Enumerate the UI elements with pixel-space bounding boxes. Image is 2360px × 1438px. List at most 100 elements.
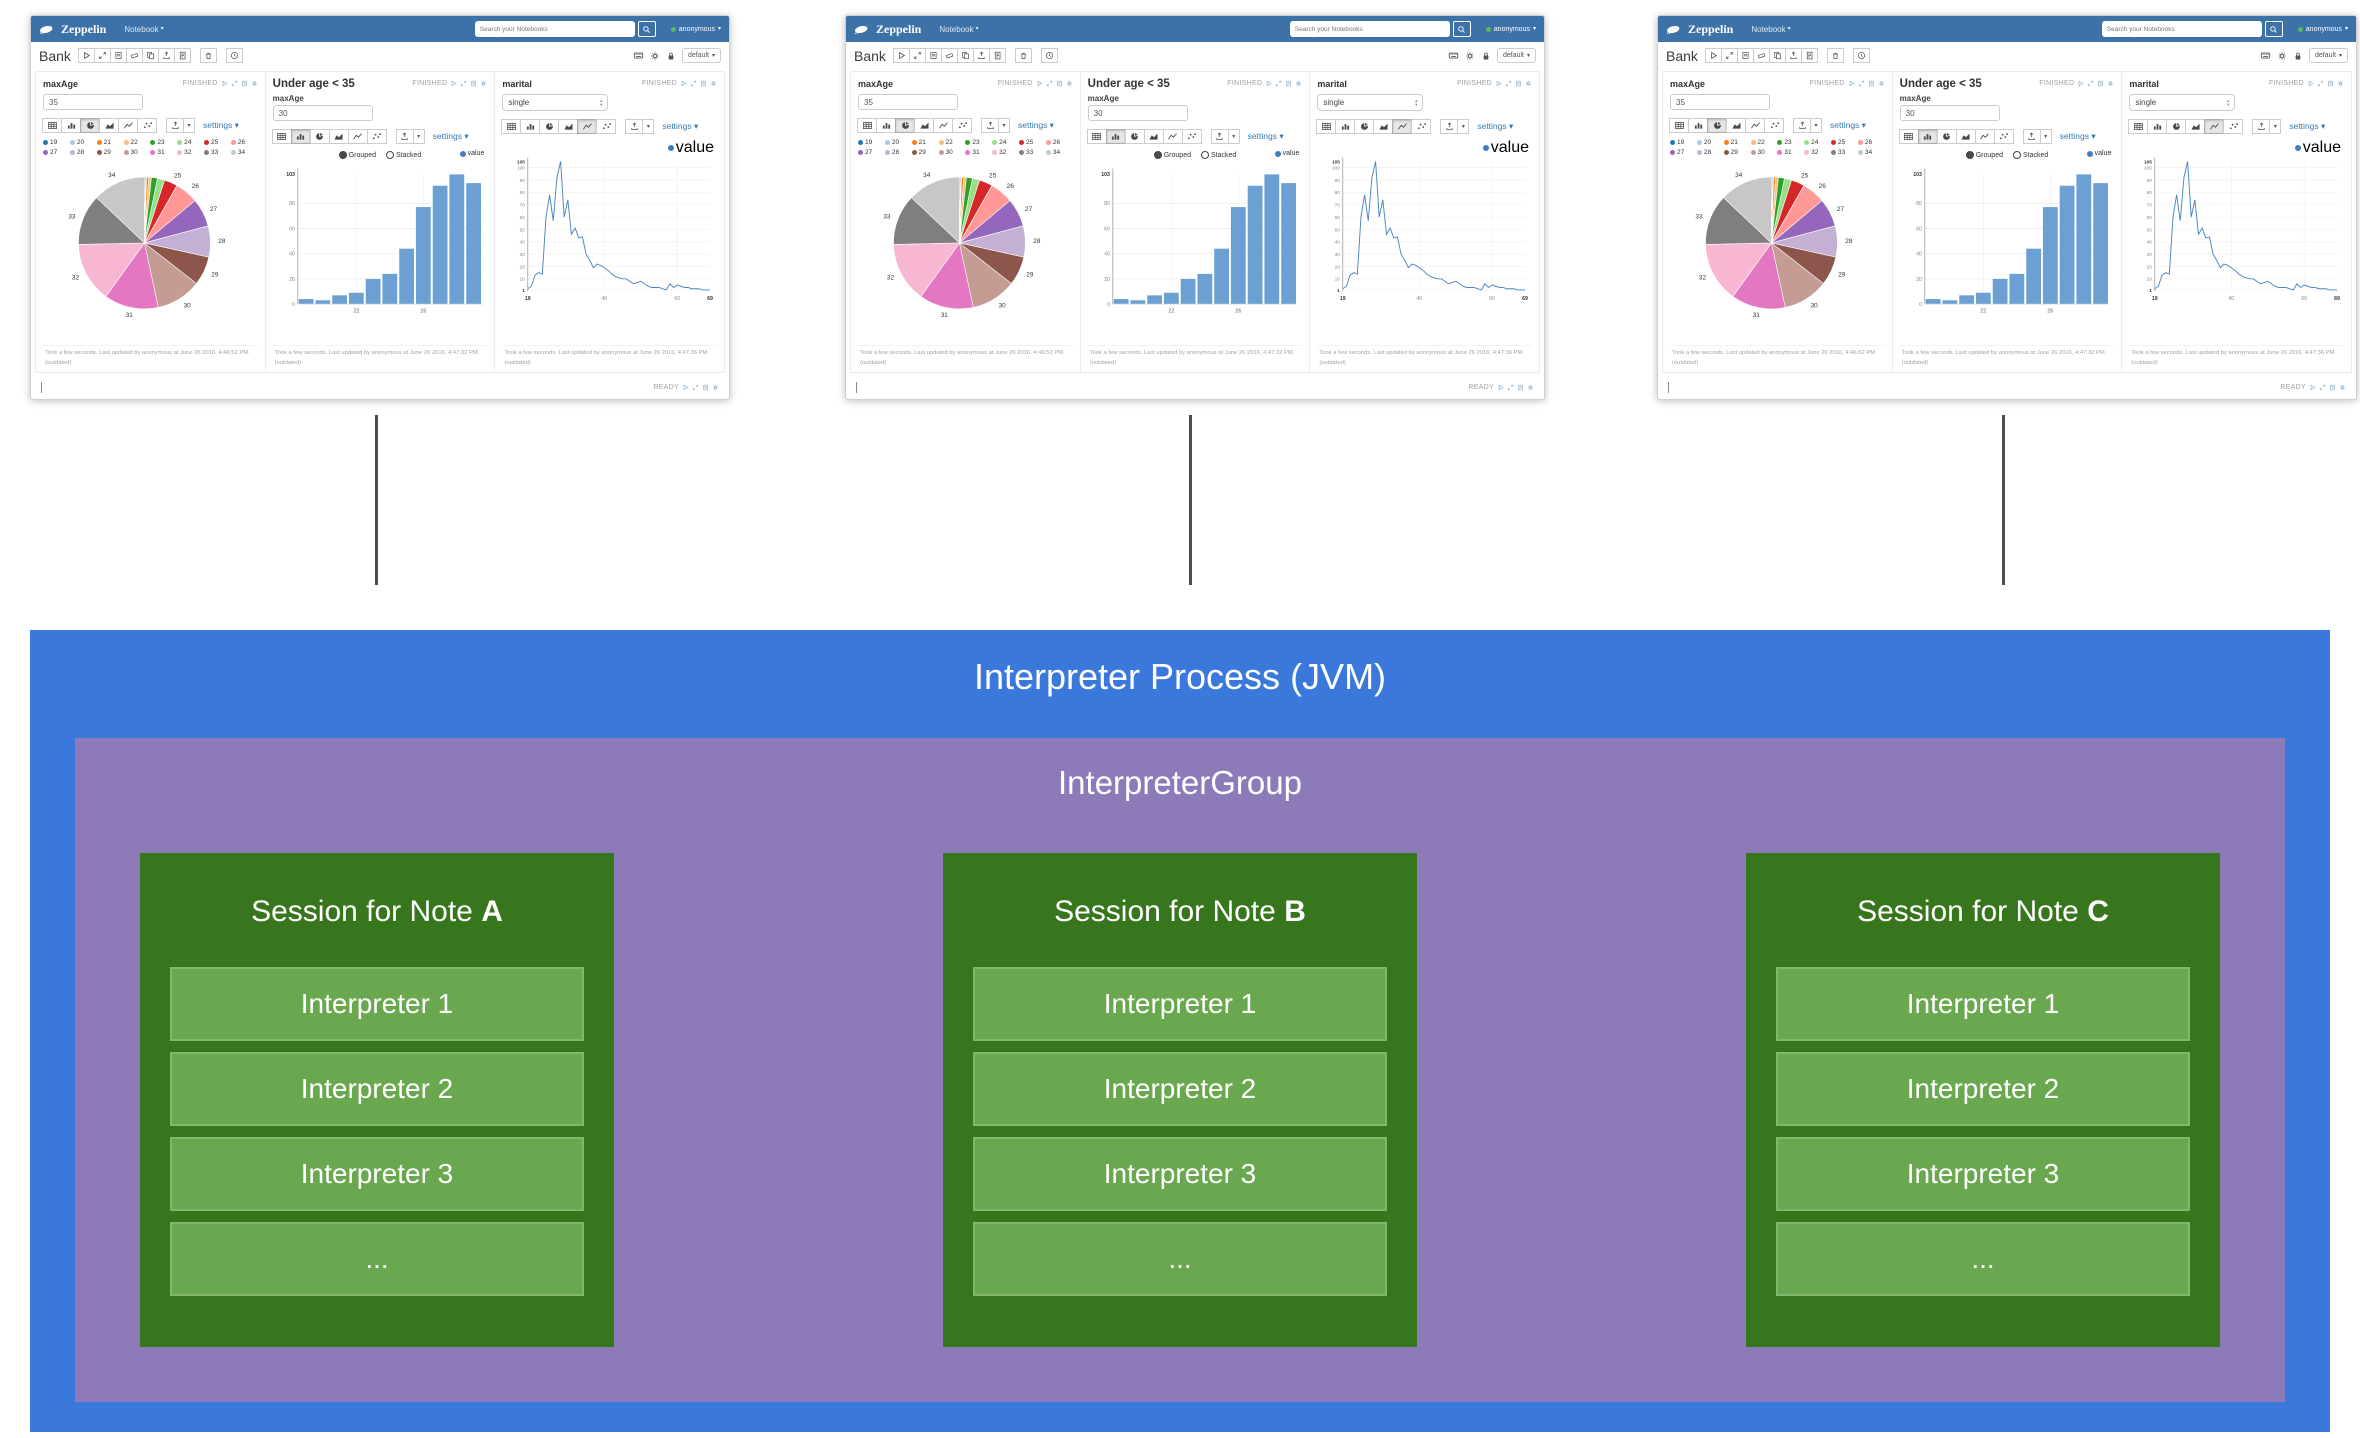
chart-type-table-button[interactable] bbox=[1898, 129, 1919, 144]
paragraph-gear-icon[interactable] bbox=[710, 80, 717, 87]
legend-item[interactable]: 20 bbox=[1696, 139, 1724, 146]
legend-item[interactable]: 29 bbox=[911, 149, 939, 156]
chart-type-table-button[interactable] bbox=[1669, 118, 1689, 133]
note-title[interactable]: Bank bbox=[39, 47, 71, 64]
toggle-code-button[interactable] bbox=[908, 48, 926, 63]
chart-type-pie-button[interactable] bbox=[1354, 119, 1375, 134]
legend-item[interactable]: 19 bbox=[858, 139, 885, 146]
legend-item[interactable]: 22 bbox=[938, 139, 966, 146]
run-all-button[interactable] bbox=[77, 48, 95, 63]
shortcuts-keyboard-icon[interactable] bbox=[633, 50, 644, 61]
delete-note-button[interactable] bbox=[1826, 48, 1844, 63]
chart-type-area-button[interactable] bbox=[1373, 119, 1394, 134]
download-caret-button[interactable]: ▾ bbox=[183, 118, 195, 133]
run-paragraph-icon[interactable] bbox=[450, 80, 457, 87]
legend-item[interactable]: 19 bbox=[1670, 139, 1697, 146]
legend-item[interactable]: 33 bbox=[204, 149, 231, 156]
user-menu[interactable]: anonymous▾ bbox=[670, 26, 721, 33]
legend-item[interactable]: 31 bbox=[965, 149, 992, 156]
legend-item[interactable]: 29 bbox=[96, 149, 124, 156]
chart-type-area-button[interactable] bbox=[914, 118, 934, 133]
download-caret-button[interactable]: ▾ bbox=[642, 119, 655, 134]
chart-type-line-button[interactable] bbox=[1392, 119, 1413, 134]
legend-item[interactable]: 34 bbox=[1045, 149, 1073, 156]
permissions-lock-icon[interactable] bbox=[666, 51, 676, 61]
chart-type-scatter-button[interactable] bbox=[596, 119, 617, 134]
chart-type-line-button[interactable] bbox=[1974, 129, 1995, 144]
series-legend[interactable]: value bbox=[1482, 139, 1529, 157]
marital-select[interactable]: single▴▾ bbox=[502, 94, 609, 111]
chart-type-line-button[interactable] bbox=[577, 119, 598, 134]
paragraph-gear-icon[interactable] bbox=[1295, 80, 1302, 87]
settings-link[interactable]: settings ▾ bbox=[1477, 121, 1514, 131]
download-button[interactable] bbox=[166, 118, 184, 133]
paragraph-gear-icon[interactable] bbox=[2107, 80, 2114, 87]
legend-item[interactable]: 28 bbox=[1696, 149, 1724, 156]
search-button[interactable] bbox=[2264, 21, 2283, 37]
run-all-button[interactable] bbox=[892, 48, 910, 63]
paragraph-gear-icon[interactable] bbox=[712, 384, 719, 391]
stacked-radio[interactable]: Stacked bbox=[1200, 151, 1236, 159]
settings-link[interactable]: settings ▾ bbox=[1247, 131, 1284, 141]
note-title[interactable]: Bank bbox=[854, 47, 886, 64]
version-control-button[interactable] bbox=[1800, 48, 1818, 63]
search-input[interactable] bbox=[1289, 21, 1450, 37]
settings-link[interactable]: settings ▾ bbox=[662, 121, 699, 131]
run-paragraph-icon[interactable] bbox=[2077, 80, 2084, 87]
download-caret-button[interactable]: ▾ bbox=[412, 129, 425, 144]
legend-item[interactable]: 32 bbox=[992, 149, 1019, 156]
series-legend[interactable]: value bbox=[2294, 139, 2341, 157]
export-note-button[interactable] bbox=[972, 48, 990, 63]
paragraph-gear-icon[interactable] bbox=[251, 80, 258, 87]
expand-paragraph-icon[interactable] bbox=[460, 80, 467, 87]
legend-item[interactable]: 24 bbox=[1804, 139, 1831, 146]
toggle-code-button[interactable] bbox=[1720, 48, 1738, 63]
chart-type-table-button[interactable] bbox=[857, 118, 877, 133]
chart-type-table-button[interactable] bbox=[1086, 129, 1107, 144]
grouped-radio[interactable]: Grouped bbox=[1153, 151, 1191, 159]
settings-link[interactable]: settings ▾ bbox=[2059, 131, 2096, 141]
expand-paragraph-icon[interactable] bbox=[1505, 80, 1512, 87]
download-button[interactable] bbox=[625, 119, 644, 134]
legend-item[interactable]: 28 bbox=[884, 149, 912, 156]
chart-type-bar-button[interactable] bbox=[1688, 118, 1708, 133]
legend-item[interactable]: 22 bbox=[1750, 139, 1778, 146]
chart-type-table-button[interactable] bbox=[2128, 119, 2149, 134]
settings-link[interactable]: settings ▾ bbox=[1018, 120, 1054, 130]
chart-type-area-button[interactable] bbox=[99, 118, 119, 133]
delete-note-button[interactable] bbox=[199, 48, 217, 63]
expand-paragraph-icon[interactable] bbox=[1507, 384, 1514, 391]
chart-type-scatter-button[interactable] bbox=[1764, 118, 1784, 133]
chart-type-pie-button[interactable] bbox=[80, 118, 100, 133]
legend-item[interactable]: 23 bbox=[965, 139, 992, 146]
chart-type-scatter-button[interactable] bbox=[2223, 119, 2244, 134]
paragraph-gear-icon[interactable] bbox=[2339, 384, 2346, 391]
clone-note-button[interactable] bbox=[956, 48, 974, 63]
legend-item[interactable]: 30 bbox=[1750, 149, 1778, 156]
chart-type-scatter-button[interactable] bbox=[137, 118, 157, 133]
chart-type-area-button[interactable] bbox=[1955, 129, 1976, 144]
toggle-output-button[interactable] bbox=[1736, 48, 1754, 63]
notebook-menu[interactable]: Notebook▾ bbox=[124, 25, 163, 34]
legend-item[interactable]: 23 bbox=[150, 139, 177, 146]
grouped-radio[interactable]: Grouped bbox=[338, 151, 376, 159]
legend-item[interactable]: 24 bbox=[992, 139, 1019, 146]
legend-item[interactable]: 27 bbox=[1670, 149, 1697, 156]
settings-link[interactable]: settings ▾ bbox=[1830, 120, 1866, 130]
chart-type-bar-button[interactable] bbox=[290, 129, 311, 144]
legend-item[interactable]: 26 bbox=[1857, 139, 1885, 146]
chart-type-line-button[interactable] bbox=[2204, 119, 2225, 134]
note-title[interactable]: Bank bbox=[1666, 47, 1698, 64]
show-editor-icon[interactable] bbox=[2097, 80, 2104, 87]
chart-type-bar-button[interactable] bbox=[61, 118, 81, 133]
download-caret-button[interactable]: ▾ bbox=[1227, 129, 1240, 144]
download-caret-button[interactable]: ▾ bbox=[2039, 129, 2052, 144]
legend-item[interactable]: 31 bbox=[150, 149, 177, 156]
chart-type-scatter-button[interactable] bbox=[1993, 129, 2014, 144]
clear-output-button[interactable] bbox=[1752, 48, 1770, 63]
user-menu[interactable]: anonymous▾ bbox=[1485, 26, 1536, 33]
expand-paragraph-icon[interactable] bbox=[2317, 80, 2324, 87]
chart-type-bar-button[interactable] bbox=[876, 118, 896, 133]
download-caret-button[interactable]: ▾ bbox=[998, 118, 1010, 133]
notebook-menu[interactable]: Notebook▾ bbox=[1751, 25, 1790, 34]
